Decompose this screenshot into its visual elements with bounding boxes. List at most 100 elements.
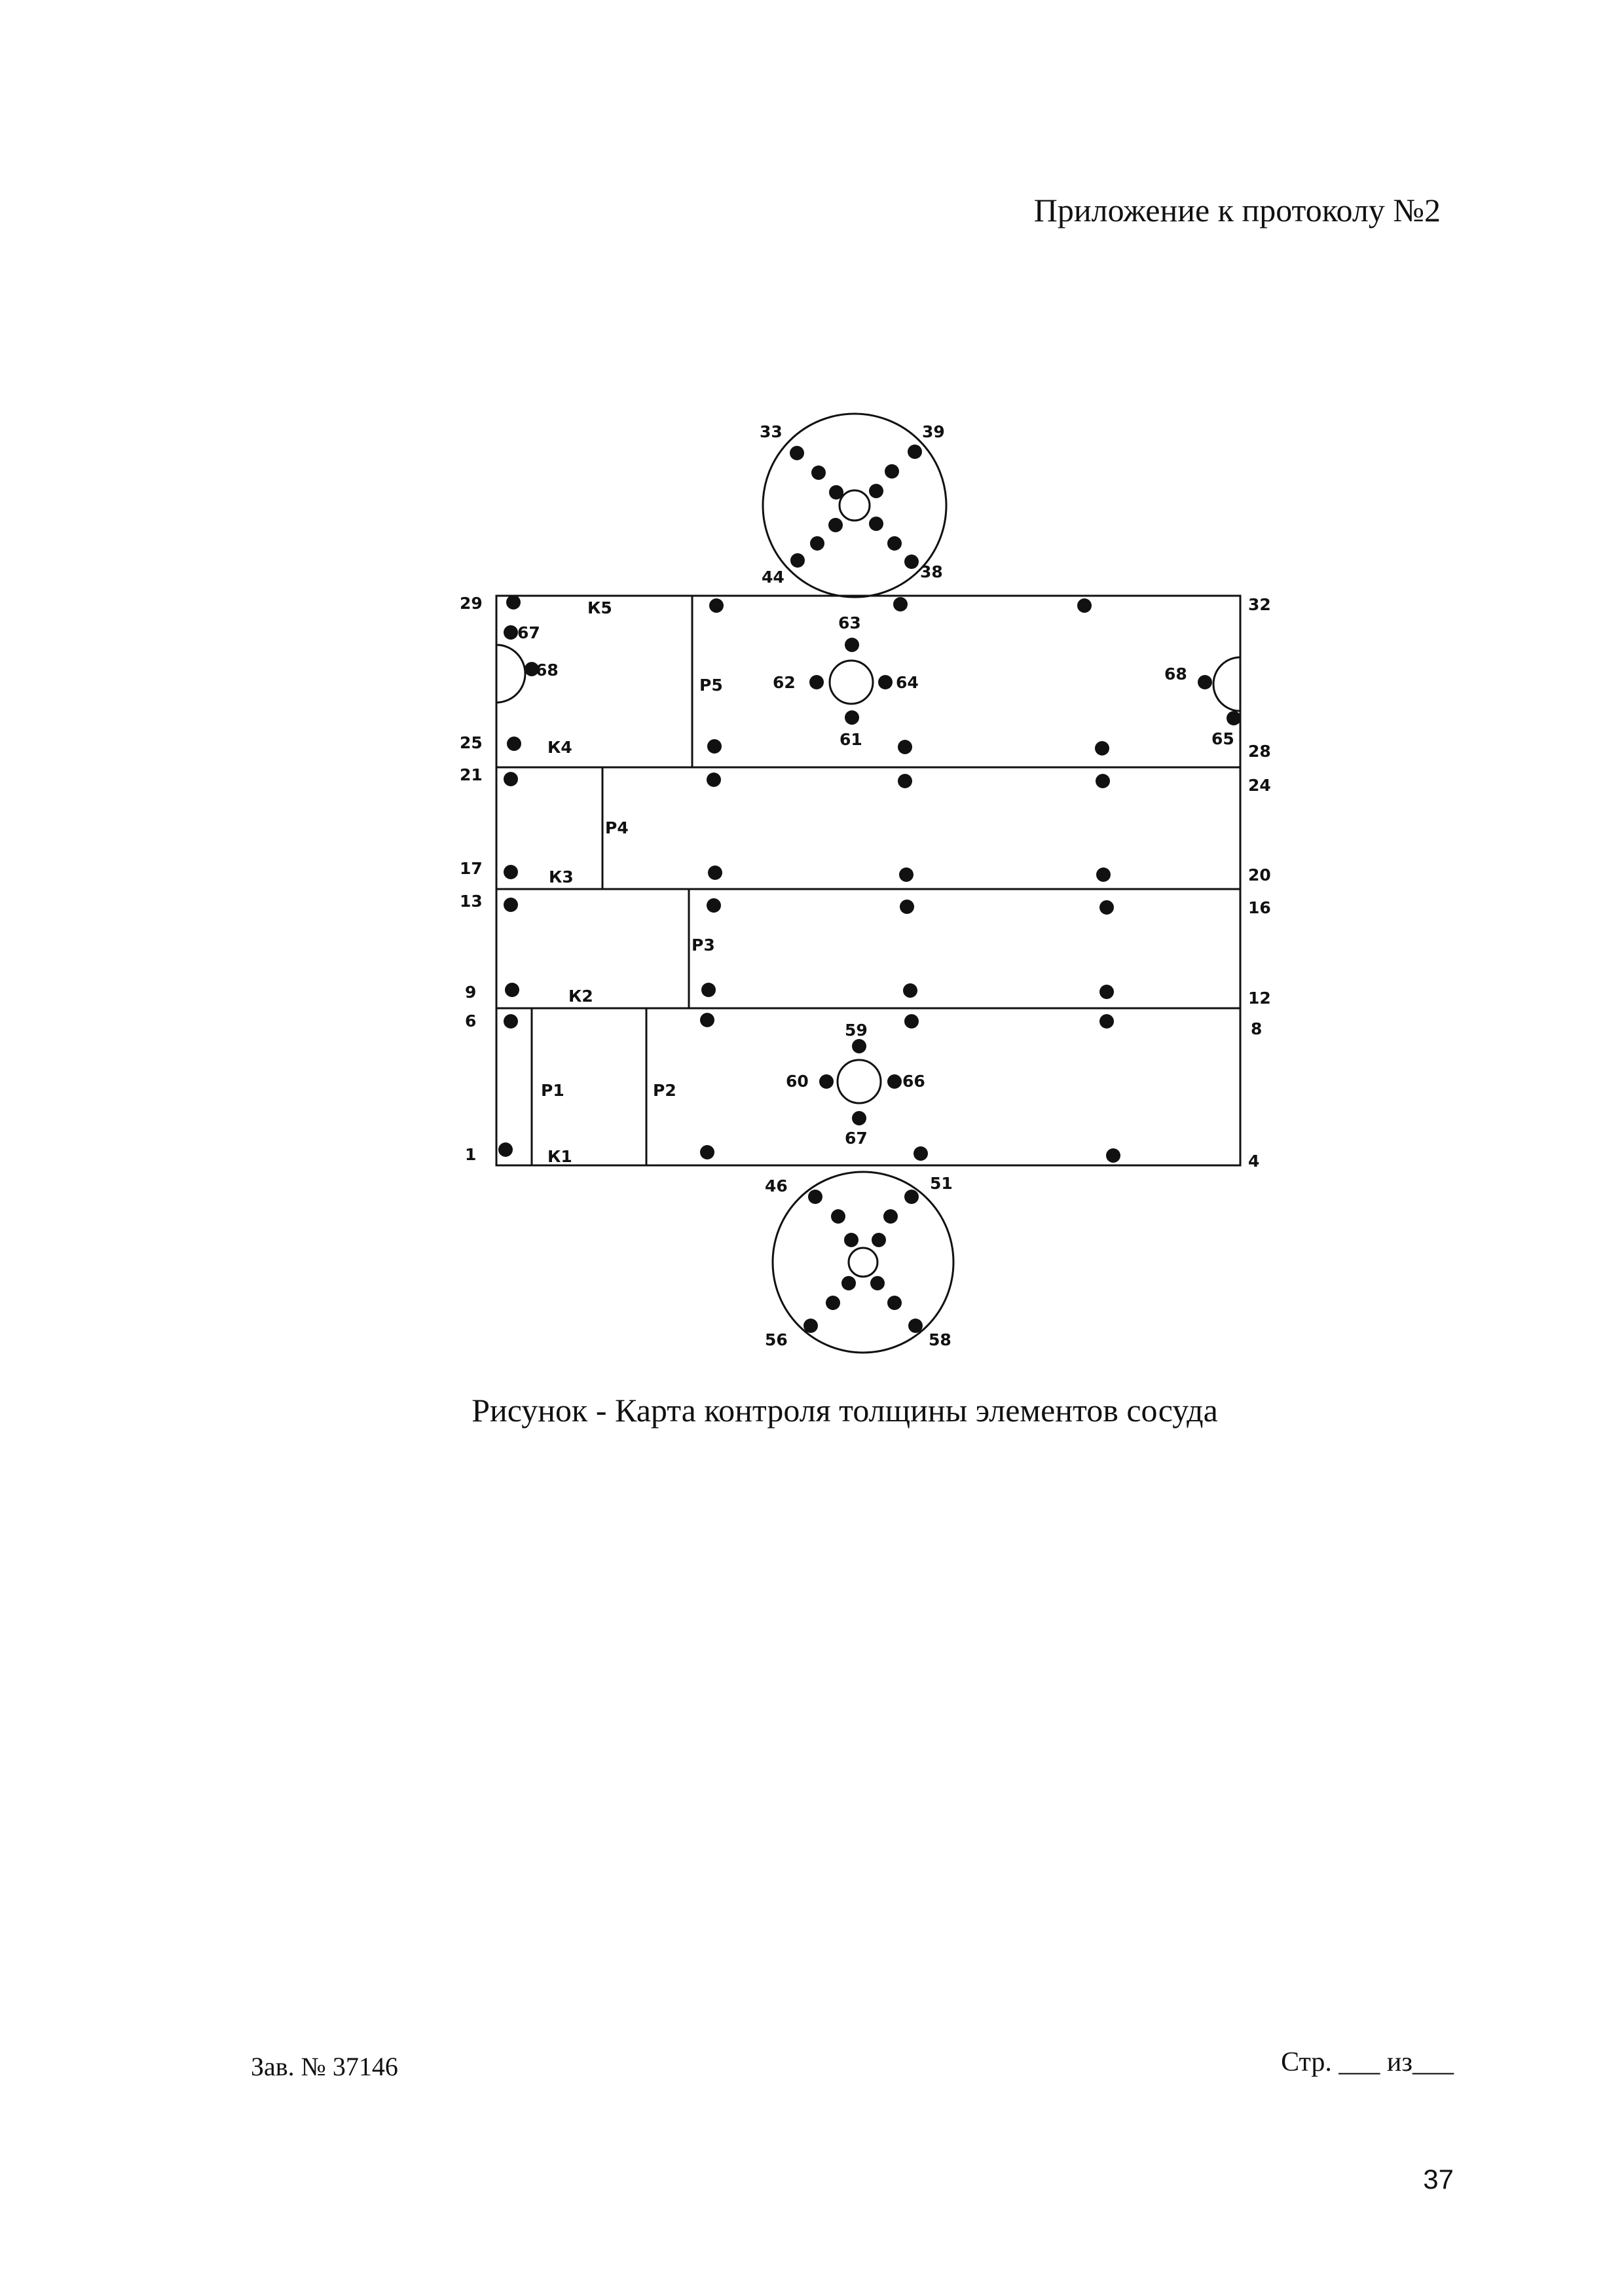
measurement-point [808, 1190, 822, 1204]
label-p5: Р5 [699, 676, 723, 695]
point-label: 9 [465, 983, 476, 1002]
measurement-point [1099, 1014, 1114, 1029]
point-label: 38 [920, 562, 943, 581]
measurement-point [829, 485, 843, 500]
measurement-point [852, 1111, 866, 1125]
measurement-point [498, 1142, 513, 1157]
measurement-point [701, 983, 716, 997]
measurement-point [1099, 985, 1114, 999]
figure-caption: Рисунок - Карта контроля толщины элемент… [471, 1392, 1218, 1429]
measurement-point [504, 898, 518, 912]
measurement-point [1077, 598, 1092, 613]
measurement-point [908, 1319, 923, 1333]
measurement-point [831, 1209, 845, 1224]
point-label: 56 [765, 1330, 788, 1349]
point-label: 16 [1248, 898, 1271, 917]
bottom-manhole-outline [771, 1171, 955, 1354]
measurement-point [898, 774, 912, 788]
point-label: 13 [460, 892, 483, 911]
measurement-point [707, 773, 721, 787]
point-label: 24 [1248, 776, 1271, 795]
label-k2: К2 [568, 987, 593, 1006]
measurement-point [809, 675, 824, 689]
point-label: 68 [1164, 665, 1187, 683]
point-label: 67 [517, 623, 540, 642]
point-label: 4 [1248, 1152, 1259, 1171]
measurement-point [505, 983, 519, 997]
nozzle-right [1212, 656, 1241, 712]
element-labels: К5 К4 К3 К2 К1 Р5 Р4 Р3 Р1 Р2 [541, 598, 723, 1166]
point-label: 12 [1248, 989, 1271, 1008]
page-of-field: Стр. ___ из___ [1281, 2047, 1454, 2077]
vessel-shell-outline [495, 594, 1242, 1167]
measurement-point [1096, 867, 1111, 882]
point-labels: 29 25 21 17 13 9 6 1 32 28 24 20 16 12 8… [460, 422, 1271, 1349]
measurement-point [899, 867, 913, 882]
point-label: 28 [1248, 742, 1271, 761]
measurement-point [790, 446, 804, 460]
point-label: 63 [838, 613, 861, 632]
point-label: 25 [460, 733, 483, 752]
measurement-point [504, 865, 518, 879]
measurement-point [887, 1296, 902, 1310]
label-p2: Р2 [653, 1081, 676, 1100]
point-label: 66 [902, 1072, 925, 1091]
measurement-point [904, 1014, 919, 1029]
measurement-point [1096, 774, 1110, 788]
label-k5: К5 [587, 598, 612, 617]
measurement-point [845, 710, 859, 725]
measurement-point [1198, 675, 1212, 689]
measurement-point [504, 772, 518, 786]
measurement-point [1099, 900, 1114, 915]
label-p3: Р3 [692, 936, 715, 955]
measurement-point [1227, 711, 1241, 725]
measurement-point [810, 536, 824, 551]
point-label: 64 [896, 673, 919, 692]
measurement-point [790, 553, 805, 568]
top-manhole-outline [762, 412, 948, 598]
point-label: 61 [840, 730, 862, 749]
point-label: 59 [845, 1021, 868, 1040]
point-label: 58 [929, 1330, 951, 1349]
measurement-point [707, 898, 721, 913]
measurement-point [826, 1296, 840, 1310]
nozzle-p5 [828, 659, 874, 705]
measurement-point [707, 739, 722, 754]
measurement-point [893, 597, 908, 611]
measurement-point [885, 464, 899, 479]
label-k3: К3 [549, 867, 574, 886]
measurement-point [504, 625, 518, 640]
measurement-point [852, 1039, 866, 1053]
point-label: 44 [762, 568, 784, 587]
measurement-point [872, 1233, 886, 1247]
point-label: 20 [1248, 866, 1271, 884]
point-label: 32 [1248, 595, 1271, 614]
measurement-point [506, 595, 521, 610]
measurement-point [903, 983, 917, 998]
label-p1: Р1 [541, 1081, 564, 1100]
point-label: 62 [773, 673, 796, 692]
bottom-manhole-center [847, 1247, 879, 1278]
point-label: 21 [460, 765, 483, 784]
measurement-point [887, 1074, 902, 1089]
measurement-point [844, 1233, 858, 1247]
point-label: 8 [1251, 1019, 1262, 1038]
measurement-point [700, 1013, 714, 1027]
point-label: 65 [1211, 729, 1234, 748]
measurement-point [904, 555, 919, 569]
measurement-point [709, 598, 724, 613]
measurement-point [904, 1190, 919, 1204]
measurement-point [507, 737, 521, 751]
measurement-point [811, 465, 826, 480]
measurement-point [887, 536, 902, 551]
point-label: 68 [536, 661, 559, 680]
point-label: 51 [930, 1174, 953, 1193]
point-label: 33 [760, 422, 783, 441]
point-label: 1 [465, 1145, 476, 1164]
point-label: 46 [765, 1176, 788, 1195]
measurement-point [883, 1209, 898, 1224]
measurement-point [828, 518, 843, 532]
page-number: 37 [1423, 2164, 1454, 2195]
measurement-point [841, 1276, 856, 1290]
annex-title: Приложение к протоколу №2 [1033, 192, 1441, 228]
